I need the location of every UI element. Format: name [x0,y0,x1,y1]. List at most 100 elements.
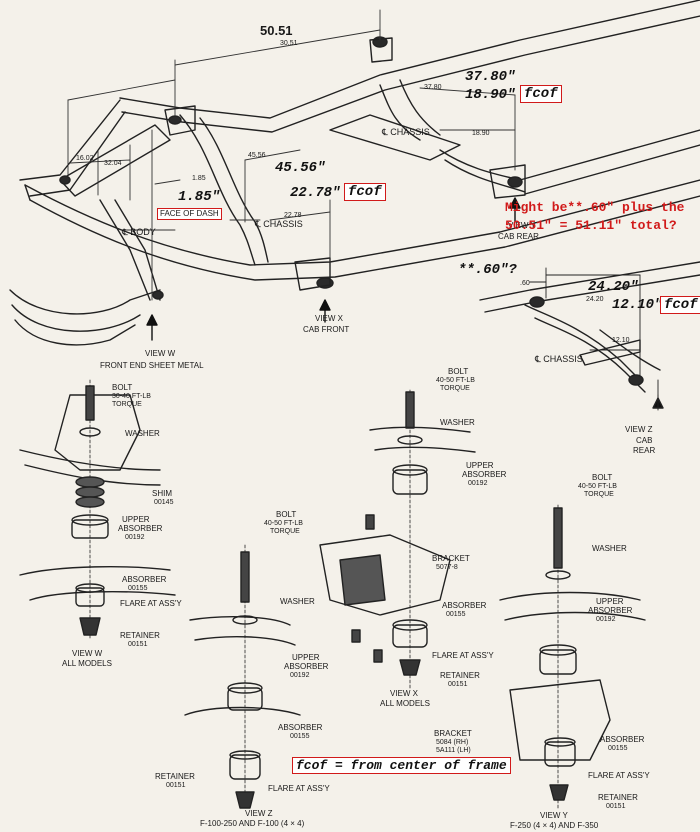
view-w-caption: FRONT END SHEET METAL [100,361,204,370]
chassis-label-front: ℄ CHASSIS [255,219,303,229]
dim-32-04: 32.04 [104,160,122,167]
w-bolt-torque-2: TORQUE [112,401,142,408]
view-y-caption: CAB REAR [498,232,539,241]
dim-60-small: .60 [520,280,530,287]
x-absorber: ABSORBER [442,601,487,610]
y-bolt-torque-1: 40-50 FT-LB [578,483,617,490]
x-absorber-part: 00155 [446,611,466,618]
y-retainer: RETAINER [598,793,638,802]
x-bolt-torque-2: TORQUE [440,385,470,392]
x-upper-absorber: ABSORBER [462,470,507,479]
z-upper-absorber-part: 00192 [290,672,310,679]
y-upper-absorber-part: 00192 [596,616,616,623]
dim-50-51: 50.51 [260,23,293,38]
w-washer: WASHER [125,429,160,438]
dim-22-78-small: 22.78 [284,212,302,219]
dim-24-20-small: 24.20 [586,296,604,303]
dim-12-10-small: 12.10 [612,337,630,344]
view-y-label: VIEW Y [508,221,536,230]
note-might-be-line2: 50.51" = 51.11" total? [505,218,677,233]
w-upper: UPPER [122,515,150,524]
view-w-label: VIEW W [145,349,176,358]
fcof-box-12-10: fcof [660,296,700,314]
x-bolt-torque-1: 40-50 FT-LB [436,377,475,384]
y-upper: UPPER [596,597,624,606]
y-bolt-torque-2: TORQUE [584,491,614,498]
w-view: VIEW W [72,649,103,658]
dim-18-90-small: 18.90 [472,130,490,137]
w-shim-part: 00145 [154,499,174,506]
y-absorber: ABSORBER [600,735,645,744]
x-retainer-part: 00151 [448,681,468,688]
w-absorber-part: 00155 [128,585,148,592]
annotation-60: **.60"? [458,262,517,278]
annotation-37-80: 37.80" [465,69,516,85]
exploded-w [19,379,176,641]
x-upper: UPPER [466,461,494,470]
dim-50-51-small: 30.51 [280,40,298,47]
y-flare: FLARE AT ASS'Y [588,771,650,780]
y-bracket-part-2: 5A111 (LH) [436,747,471,754]
view-arrows [146,197,521,341]
w-retainer: RETAINER [120,631,160,640]
z-washer: WASHER [280,597,315,606]
annotation-22-78: 22.78" [290,185,341,201]
z-retainer: RETAINER [155,772,195,781]
z-upper: UPPER [292,653,320,662]
view-z-top-label: VIEW Z [625,425,653,434]
x-upper-absorber-part: 00192 [468,480,488,487]
view-x-label: VIEW X [315,314,344,323]
w-retainer-part: 00151 [128,641,148,648]
exploded-z [184,544,301,809]
exploded-y [499,504,646,811]
z-absorber-part: 00155 [290,733,310,740]
annotation-45-56: 45.56" [275,160,326,176]
w-upper-absorber: ABSORBER [118,524,163,533]
x-washer: WASHER [440,418,475,427]
annotation-12-10: 12.10" [612,297,663,313]
fcof-box-22-78: fcof [344,183,386,201]
dim-45-56-small: 45.56 [248,152,266,159]
z-view: VIEW Z [245,809,273,818]
x-retainer: RETAINER [440,671,480,680]
w-bolt-torque-1: 30-40 FT-LB [112,393,151,400]
annotation-1-85: 1.85" [178,189,221,205]
fcof-box-18-90: fcof [520,85,562,103]
frame-brackets [164,37,526,291]
z-bolt-torque-1: 40-50 FT-LB [264,520,303,527]
w-absorber: ABSORBER [122,575,167,584]
y-bolt: BOLT [592,473,613,482]
z-flare: FLARE AT ASS'Y [268,784,330,793]
dim-1-85-small: 1.85 [192,175,206,182]
z-retainer-part: 00151 [166,782,186,789]
annotation-24-20: 24.20" [588,279,639,295]
view-z-top-caption-2: REAR [633,446,656,455]
view-z-top-frame [479,261,700,411]
x-flare: FLARE AT ASS'Y [432,651,494,660]
z-upper-absorber: ABSORBER [284,662,329,671]
view-z-chassis-label: ℄ CHASSIS [535,354,583,364]
y-caption: F-250 (4 × 4) AND F-350 [510,821,599,830]
x-caption: ALL MODELS [380,699,430,708]
note-might-be-line1: Might be**.60" plus the [505,200,685,215]
y-bracket-part-1: 5084 (RH) [436,739,469,746]
body-label: ℄ BODY [122,227,156,237]
face-of-dash-label: FACE OF DASH [157,208,222,220]
y-absorber-part: 00155 [608,745,628,752]
chassis-frame [9,0,700,346]
z-bolt: BOLT [276,510,297,519]
z-caption: F-100-250 AND F-100 (4 × 4) [200,819,305,828]
dim-16-02: 16.02 [76,155,94,162]
y-upper-absorber: ABSORBER [588,606,633,615]
w-upper-absorber-part: 00192 [125,534,145,541]
y-view: VIEW Y [540,811,568,820]
dim-37-80-small: 37.80 [424,84,442,91]
x-bolt: BOLT [448,367,469,376]
view-x-caption: CAB FRONT [303,325,350,334]
fcof-legend: fcof = from center of frame [292,757,511,774]
exploded-x [319,389,476,691]
x-view: VIEW X [390,689,419,698]
view-z-top-caption-1: CAB [636,436,653,445]
